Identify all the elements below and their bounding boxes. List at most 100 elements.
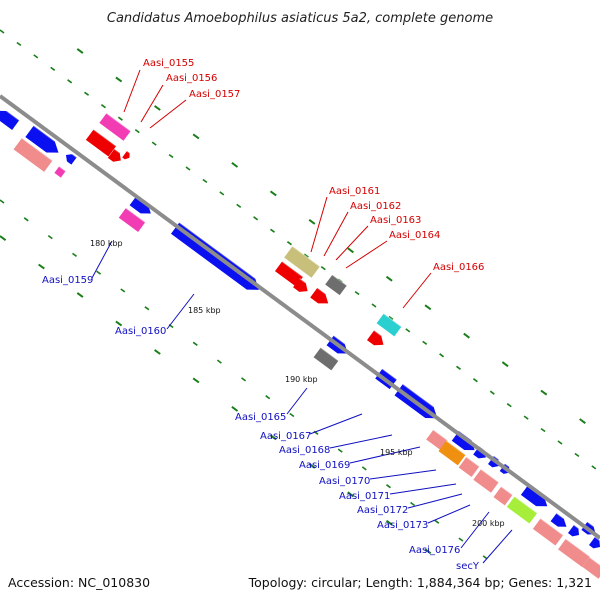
gene-label-aasi-0165: Aasi_0165 bbox=[235, 412, 286, 423]
gene-arrow bbox=[293, 277, 308, 292]
gene-label-aasi-0159: Aasi_0159 bbox=[42, 275, 93, 286]
gene-arrow-body bbox=[284, 246, 320, 278]
gene-arrow-highlight bbox=[281, 260, 304, 278]
gene-arrow-highlight bbox=[320, 347, 339, 362]
gene-arrow bbox=[589, 536, 600, 549]
gene-label-aasi-0162: Aasi_0162 bbox=[350, 201, 401, 212]
tick-mark bbox=[482, 555, 488, 560]
label-leader-line bbox=[482, 529, 513, 564]
gene-arrow-body bbox=[54, 166, 66, 178]
gene-arrow-highlight bbox=[478, 445, 485, 451]
gene-arrow-highlight bbox=[106, 112, 132, 132]
tick-mark bbox=[185, 166, 191, 171]
tick-mark bbox=[386, 484, 391, 489]
gene-arrow bbox=[122, 150, 131, 160]
gene-arrow-highlight bbox=[594, 536, 600, 541]
gene-arrow bbox=[493, 486, 513, 506]
gene-arrow bbox=[13, 137, 53, 172]
gene-arrow-highlight bbox=[68, 150, 78, 158]
tick-mark bbox=[50, 66, 56, 71]
tick-mark bbox=[144, 306, 150, 311]
gene-arrow-highlight bbox=[33, 125, 56, 142]
tick-mark bbox=[574, 452, 580, 458]
tick-mark bbox=[192, 133, 200, 140]
gene-arrow-body bbox=[558, 538, 590, 568]
topology-text: Topology: circular; Length: 1,884,364 bp… bbox=[248, 575, 592, 590]
tick-mark bbox=[506, 403, 512, 408]
tick-mark bbox=[33, 54, 39, 59]
gene-arrow-highlight bbox=[125, 207, 146, 223]
tick-mark bbox=[422, 340, 428, 345]
gene-label-aasi-0172: Aasi_0172 bbox=[357, 505, 408, 516]
tick-mark bbox=[269, 434, 277, 441]
gene-arrow bbox=[85, 128, 117, 157]
gene-arrow-body bbox=[313, 347, 339, 371]
tick-mark bbox=[337, 448, 343, 453]
ruler-label-180kbp: 180 kbp bbox=[90, 239, 123, 248]
gene-arrow-highlight bbox=[331, 274, 348, 287]
gene-arrow bbox=[550, 512, 567, 527]
gene-arrow bbox=[458, 456, 480, 477]
label-leader-line bbox=[91, 240, 113, 279]
accession-text: Accession: NC_010830 bbox=[8, 575, 150, 590]
gene-arrow-body bbox=[568, 525, 580, 537]
tick-mark bbox=[410, 501, 416, 507]
gene-arrow-body bbox=[293, 278, 308, 292]
label-leader-line bbox=[309, 413, 363, 435]
tick-mark bbox=[579, 418, 586, 425]
tick-mark bbox=[289, 412, 295, 418]
gene-arrow-body bbox=[473, 469, 499, 493]
gene-arrow-highlight bbox=[586, 521, 594, 527]
gene-arrow-body bbox=[458, 457, 480, 477]
gene-arrow-highlight bbox=[504, 463, 510, 468]
gene-arrow bbox=[438, 440, 466, 466]
tick-mark bbox=[347, 491, 354, 498]
gene-arrow-body bbox=[274, 261, 304, 287]
gene-arrow-body bbox=[129, 195, 151, 214]
gene-label-aasi-0156: Aasi_0156 bbox=[166, 73, 217, 84]
gene-label-aasi-0163: Aasi_0163 bbox=[370, 215, 421, 226]
gene-arrow-highlight bbox=[178, 221, 256, 279]
tick-mark bbox=[320, 265, 326, 271]
tick-mark bbox=[38, 263, 45, 270]
gene-arrow-highlight bbox=[465, 456, 480, 468]
tick-mark bbox=[0, 29, 5, 34]
gene-arrow-body bbox=[367, 330, 384, 346]
tick-mark bbox=[347, 247, 354, 254]
label-leader-line bbox=[345, 240, 388, 269]
gene-arrow-highlight bbox=[540, 517, 564, 536]
gene-arrow bbox=[376, 313, 402, 337]
gene-arrow-body bbox=[589, 537, 600, 549]
gene-arrow bbox=[25, 125, 59, 153]
gene-arrow-body bbox=[550, 513, 567, 527]
tick-mark bbox=[216, 359, 222, 364]
gene-arrow bbox=[506, 495, 538, 524]
tick-mark bbox=[303, 253, 309, 258]
label-leader-line bbox=[389, 483, 457, 495]
gene-label-aasi-0167: Aasi_0167 bbox=[260, 431, 311, 442]
tick-mark bbox=[192, 341, 198, 346]
tick-mark bbox=[16, 41, 22, 47]
gene-label-aasi-0157: Aasi_0157 bbox=[189, 89, 240, 100]
tick-mark bbox=[192, 377, 200, 384]
gene-arrow-highlight bbox=[402, 383, 435, 408]
gene-arrow bbox=[310, 287, 329, 304]
gene-label-secy: secY bbox=[456, 561, 480, 572]
gene-label-aasi-0171: Aasi_0171 bbox=[339, 491, 390, 502]
gene-arrow-highlight bbox=[292, 245, 321, 268]
gene-arrow bbox=[558, 538, 591, 568]
gene-arrow-highlight bbox=[432, 429, 449, 442]
gene-arrow bbox=[451, 430, 475, 451]
label-leader-line bbox=[349, 446, 421, 464]
tick-mark bbox=[154, 349, 161, 355]
gene-arrow bbox=[65, 150, 78, 165]
label-leader-line bbox=[149, 99, 187, 129]
gene-arrow-highlight bbox=[299, 277, 307, 284]
tick-mark bbox=[463, 332, 470, 339]
tick-mark bbox=[489, 390, 495, 395]
tick-mark bbox=[231, 405, 239, 412]
gene-arrow bbox=[118, 207, 146, 232]
tick-mark bbox=[523, 415, 529, 420]
gene-label-aasi-0160: Aasi_0160 bbox=[115, 326, 166, 337]
